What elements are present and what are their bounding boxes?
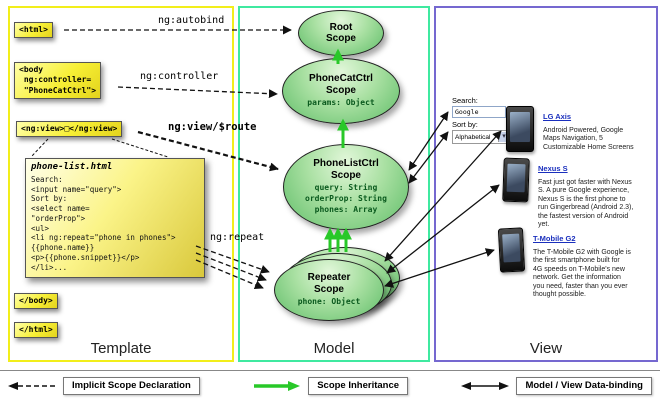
phone-image: [497, 227, 526, 273]
note-code: Search: <input name="query"> Sort by: <s…: [31, 174, 176, 272]
legend-divider: [0, 370, 660, 371]
phonelistctrl-scope-props: query: String orderProp: String phones: …: [305, 183, 387, 214]
sort-select[interactable]: Alphabetical ▾: [452, 130, 510, 144]
repeater-scope-name: Repeater Scope: [307, 272, 351, 295]
phone-image: [506, 106, 534, 152]
search-input[interactable]: [452, 106, 506, 118]
phone-desc: The T-Mobile G2 with Google is the first…: [533, 249, 631, 298]
code-body-close: </body>: [14, 293, 58, 310]
legend-item-scope-inheritance: Scope Inheritance: [253, 377, 409, 396]
label-ng-controller: ng:controller: [140, 71, 219, 82]
phonelistctrl-scope-name: PhoneListCtrl Scope: [313, 158, 379, 181]
legend-item-databinding: Model / View Data-binding: [461, 377, 652, 396]
phone-screen: [506, 163, 526, 193]
phone-link[interactable]: Nexus S: [538, 164, 568, 173]
panel-label-model: Model: [313, 340, 355, 357]
legend-label: Scope Inheritance: [308, 377, 409, 396]
phone-screen: [502, 233, 521, 263]
phone-desc: Android Powered, Google Maps Navigation,…: [543, 127, 634, 151]
code-ng-view: <ng:view>□</ng:view>: [16, 121, 123, 138]
phone-list-item: LG Axis Android Powered, Google Maps Nav…: [506, 106, 641, 152]
sort-selected-value: Alphabetical: [455, 133, 491, 141]
repeater-scope-ellipse: Repeater Scope phone: Object: [274, 259, 384, 321]
phonecatctrl-scope-ellipse: PhoneCatCtrl Scope params: Object: [282, 58, 400, 124]
phone-list-template-note: phone-list.html Search: <input name="que…: [25, 158, 205, 279]
search-label: Search:: [452, 96, 478, 105]
label-ng-repeat: ng:repeat: [210, 232, 265, 243]
sort-label: Sort by:: [452, 120, 478, 129]
panel-label-template: Template: [90, 340, 152, 357]
phone-link[interactable]: T-Mobile G2: [533, 234, 576, 243]
note-title: phone-list.html: [31, 162, 113, 172]
phone-screen: [510, 112, 530, 142]
phonelistctrl-scope-ellipse: PhoneListCtrl Scope query: String orderP…: [283, 144, 409, 230]
phonecatctrl-scope-name: PhoneCatCtrl Scope: [309, 73, 373, 96]
phone-link[interactable]: LG Axis: [543, 112, 572, 121]
label-ng-view-route: ng:view/$route: [168, 121, 257, 133]
legend-label: Implicit Scope Declaration: [63, 377, 200, 396]
phonecatctrl-scope-props: params: Object: [307, 98, 375, 108]
code-html-close: </html>: [14, 322, 58, 339]
panel-label-view: View: [529, 340, 563, 357]
legend: Implicit Scope Declaration Scope Inherit…: [8, 377, 652, 396]
green-arrow-icon: [254, 381, 301, 392]
code-html-open: <html>: [14, 22, 53, 39]
phone-list-item: T-Mobile G2 The T-Mobile G2 with Google …: [497, 227, 631, 299]
phone-image: [502, 157, 530, 203]
double-arrow-icon: [461, 382, 510, 391]
dashed-arrow-icon: [8, 382, 55, 391]
phone-list-item: Nexus S Fast just got faster with Nexus …: [502, 157, 636, 229]
code-body-open: <body ng:controller= "PhoneCatCtrl">: [14, 62, 102, 100]
legend-item-implicit-scope: Implicit Scope Declaration: [8, 377, 200, 396]
phone-desc: Fast just got faster with Nexus S. A pur…: [538, 179, 634, 228]
legend-label: Model / View Data-binding: [516, 377, 652, 396]
root-scope-name: Root Scope: [325, 21, 356, 45]
panel-template: Template: [8, 6, 234, 362]
label-ng-autobind: ng:autobind: [158, 15, 225, 26]
root-scope-ellipse: Root Scope: [298, 10, 384, 56]
repeater-scope-props: phone: Object: [297, 297, 361, 307]
